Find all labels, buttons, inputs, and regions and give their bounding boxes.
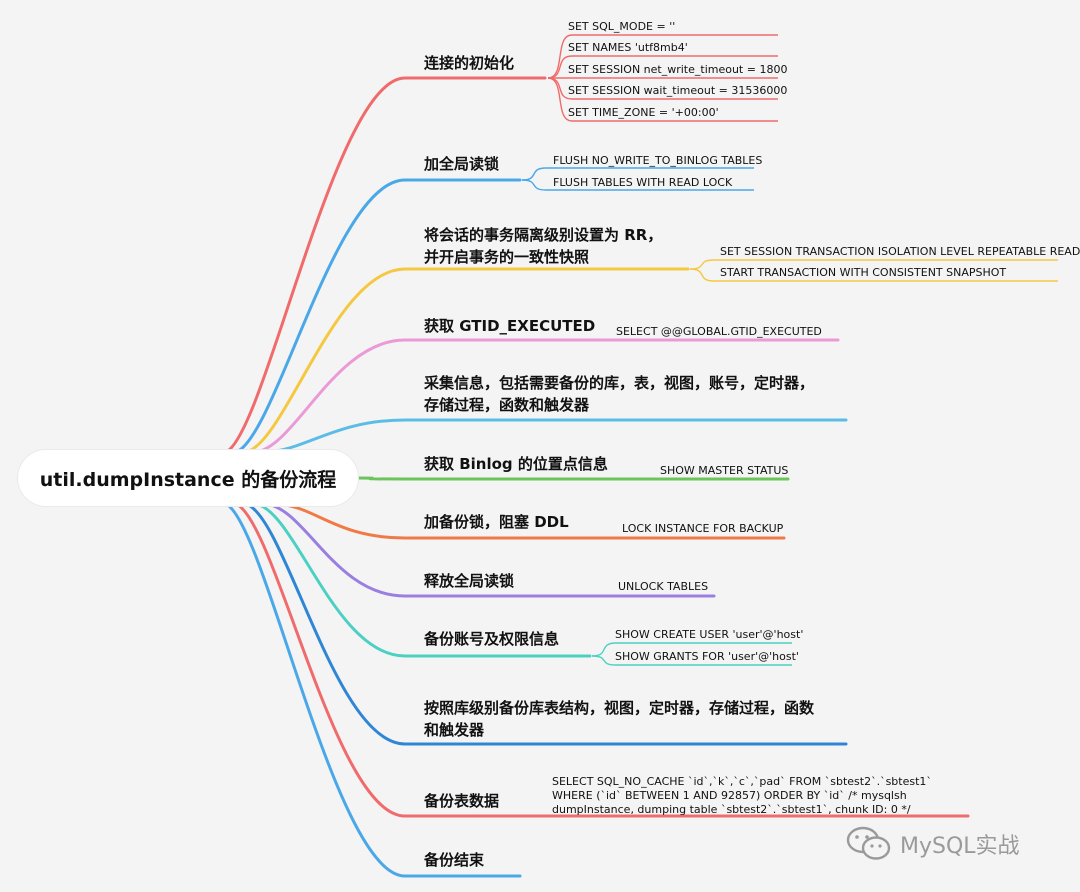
leaf-select-gtid: SELECT @@GLOBAL.GTID_EXECUTED [616,325,822,338]
leaf-connector [689,268,1058,282]
branch-backup-end: 备份结束 [424,851,485,869]
branch-connector [254,338,840,454]
leaf-connector [591,642,792,657]
leaf-connector [591,655,792,666]
leaf-flush-no-write: FLUSH NO_WRITE_TO_BINLOG TABLES [553,154,763,167]
root-node: util.dumpInstance 的备份流程 [18,450,358,506]
leaf-show-create-user: SHOW CREATE USER 'user'@'host' [615,628,804,641]
watermark-text: MySQL实战 [900,834,1020,859]
branch-connector [244,502,848,746]
branch-release-read-lock: 释放全局读锁 [424,572,515,590]
branch-connector [244,267,690,454]
leaf-show-master-status: SHOW MASTER STATUS [660,464,789,477]
branch-connector [264,502,716,598]
branch-connector [234,178,522,454]
branch-backup-accounts: 备份账号及权限信息 [424,630,560,648]
leaf-start-transaction: START TRANSACTION WITH CONSISTENT SNAPSH… [720,266,1007,279]
branch-backup-schema: 按照库级别备份库表结构，视图，定时器，存储过程，函数 和触发器 [424,697,814,741]
branch-collect-info: 采集信息，包括需要备份的库，表，视图，账号，定时器， 存储过程，函数和触发器 [424,372,814,416]
branch-connector [254,502,592,658]
branch-connector [274,502,786,540]
leaf-lock-instance: LOCK INSTANCE FOR BACKUP [622,522,784,535]
leaf-time-zone: SET TIME_ZONE = '+00:00' [568,106,719,119]
branch-isolation-level-line2: 并开启事务的一致性快照 [424,248,590,266]
branch-connector [264,418,848,454]
leaf-connector [547,77,778,122]
branch-isolation-level: 将会话的事务隔离级别设置为 RR， 并开启事务的一致性快照 [424,224,662,268]
branch-collect-info-line1: 采集信息，包括需要备份的库，表，视图，账号，定时器， [424,374,815,392]
branch-connector [234,502,970,818]
branch-collect-info-line2: 存储过程，函数和触发器 [424,396,590,414]
leaf-select-chunk: SELECT SQL_NO_CACHE `id`,`k`,`c`,`pad` F… [552,775,932,816]
leaf-unlock-tables: UNLOCK TABLES [618,580,709,593]
branch-gtid-executed: 获取 GTID_EXECUTED [424,317,596,335]
branch-binlog-position: 获取 Binlog 的位置点信息 [424,455,608,473]
leaf-connector [521,179,754,191]
leaf-net-write-timeout: SET SESSION net_write_timeout = 1800 [568,63,788,76]
branch-backup-table-data: 备份表数据 [424,792,500,810]
branch-isolation-level-line1: 将会话的事务隔离级别设置为 RR， [424,226,663,244]
branch-backup-schema-line1: 按照库级别备份库表结构，视图，定时器，存储过程，函数 [424,699,815,717]
branch-backup-lock: 加备份锁，阻塞 DDL [424,513,569,531]
leaf-flush-read-lock: FLUSH TABLES WITH READ LOCK [553,176,733,189]
branch-backup-schema-line2: 和触发器 [424,721,485,739]
leaf-set-names: SET NAMES 'utf8mb4' [568,41,688,54]
leaf-connector [521,167,754,181]
leaf-sql-mode: SET SQL_MODE = '' [568,20,676,33]
leaf-connector [547,55,778,79]
leaf-set-isolation: SET SESSION TRANSACTION ISOLATION LEVEL … [720,245,1080,258]
branch-connector [356,476,790,481]
branch-connector [224,76,547,454]
branch-connector [224,502,522,878]
branch-global-read-lock: 加全局读锁 [424,155,500,173]
watermark: MySQL实战 [846,826,1020,862]
branch-connection-init: 连接的初始化 [424,54,515,72]
wechat-icon [846,826,891,860]
leaf-wait-timeout: SET SESSION wait_timeout = 31536000 [568,84,788,97]
leaf-show-grants: SHOW GRANTS FOR 'user'@'host' [615,650,799,663]
